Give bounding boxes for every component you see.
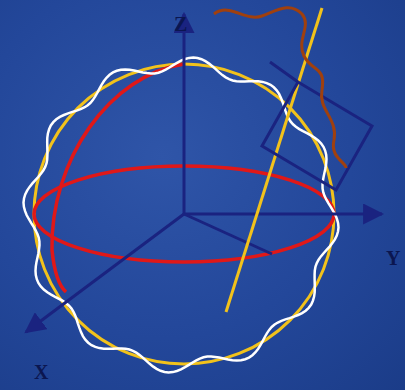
x-axis <box>26 214 184 332</box>
z-axis-label: Z <box>174 14 187 34</box>
y-axis-label: Y <box>386 248 400 268</box>
projection-plane <box>262 62 372 190</box>
x-axis-label: X <box>34 362 48 382</box>
beam-axis <box>226 8 322 312</box>
z-axis <box>183 14 186 214</box>
meridian <box>52 64 184 292</box>
profile-curve <box>214 8 346 168</box>
y-axis <box>184 213 382 216</box>
radius-line <box>184 214 272 254</box>
